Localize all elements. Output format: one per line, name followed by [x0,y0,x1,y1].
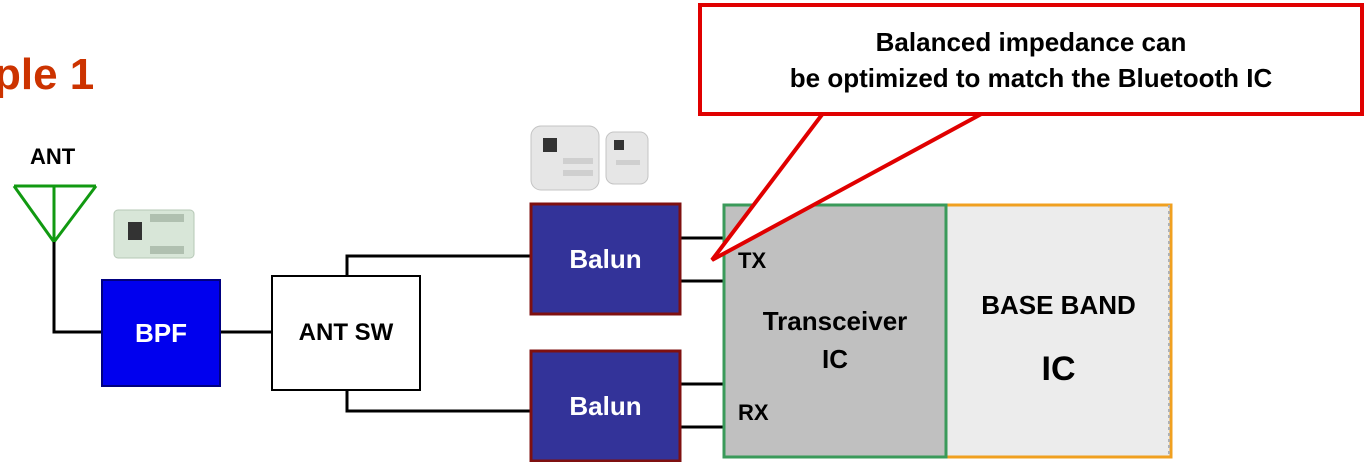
ant-sw-block [271,275,421,391]
callout-box: Balanced impedance can be optimized to m… [698,3,1364,116]
callout-line-1: Balanced impedance can [875,26,1187,57]
baseband-label-line2: IC [1041,350,1076,388]
callout-line-2: be optimized to match the Bluetooth IC [789,62,1273,93]
baseband-block [944,203,1173,459]
rx-port-label: RX [738,400,769,425]
balun-rx-label: Balun [569,390,642,421]
transceiver-label-line1: Transceiver [762,306,908,336]
balun-chip-images [530,125,649,191]
balun-rx-block [529,349,682,462]
balun-tx-block [529,202,682,316]
bpf-block [101,279,221,387]
page-title: ple 1 [0,50,95,99]
ant-sw-label: ANT SW [298,319,394,346]
connection-wires [52,236,724,429]
balun-tx-label: Balun [569,243,642,274]
transceiver-block [722,203,948,459]
antenna-label: ANT [30,144,76,169]
bpf-label: BPF [135,317,187,348]
baseband-label-line1: BASE BAND [981,290,1136,320]
antenna-icon [12,184,98,243]
tx-port-label: TX [738,248,767,273]
transceiver-label-line2: IC [822,344,848,374]
bpf-chip-image [113,209,195,259]
